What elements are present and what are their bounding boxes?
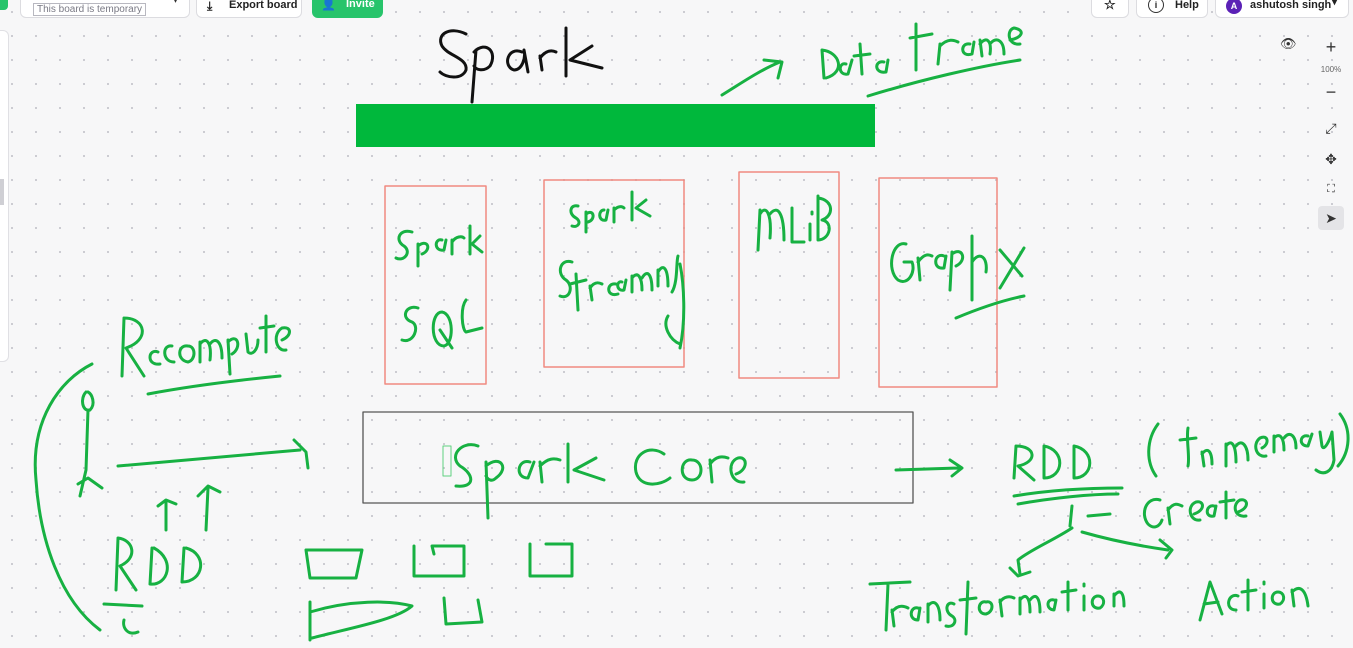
graphx-underline [954, 294, 1026, 320]
rdd-box-2 [412, 544, 466, 578]
graphx-box [878, 177, 998, 388]
mllib-box [738, 171, 840, 379]
board-name-dropdown[interactable]: This board is temporary ▾ [20, 0, 190, 18]
chevron-down-icon: ▾ [1332, 0, 1338, 8]
dataframe-arrow [720, 58, 784, 97]
toolbar-handle[interactable] [0, 179, 4, 205]
mllib-text [756, 194, 832, 252]
dataframe-underline [866, 58, 1022, 98]
transformation-text [868, 580, 1126, 636]
board-status-label: This board is temporary [33, 3, 147, 16]
rdd-right-text [1012, 412, 1350, 482]
left-toolbar[interactable] [0, 30, 9, 362]
help-label: Help [1175, 0, 1199, 11]
rdd-box-5 [442, 596, 484, 626]
small-arrows [156, 484, 222, 532]
rdd-left-text [102, 536, 203, 635]
chevron-down-icon[interactable]: ▾ [173, 0, 179, 6]
zoom-out-button[interactable]: − [1325, 82, 1337, 102]
fit-screen-icon[interactable]: ⤢ [1325, 120, 1337, 136]
eye-icon[interactable]: 👁 [1280, 36, 1297, 51]
green-bar [356, 104, 875, 147]
rdd-box-3 [528, 542, 574, 578]
spark-core-box [362, 411, 914, 504]
recompute-text [120, 314, 291, 378]
spark-sql-text [394, 224, 484, 350]
add-user-icon: 👤 [321, 0, 336, 11]
rdd-box-1 [304, 548, 364, 580]
move-icon[interactable]: ✥ [1325, 151, 1337, 167]
export-board-label: Export board [229, 0, 298, 11]
dataframe-text [820, 22, 1023, 80]
branch-arrows [1008, 526, 1174, 578]
text-cursor [442, 445, 452, 477]
action-text [1198, 578, 1310, 622]
spark-streaming-box [543, 179, 685, 368]
graphx-text [890, 234, 1026, 302]
invite-button[interactable]: 👤 Invite [312, 0, 383, 18]
rdd-box-4 [308, 600, 414, 642]
star-button[interactable]: ☆ [1091, 0, 1129, 18]
recompute-bracket [33, 362, 102, 632]
logo-mark[interactable] [0, 0, 8, 10]
left-arrow-up [76, 390, 104, 498]
rdd-arrow [894, 458, 964, 478]
frame-icon[interactable]: ⛶ [1327, 183, 1335, 195]
zoom-level: 100% [1320, 65, 1342, 74]
help-button[interactable]: i Help [1136, 0, 1208, 18]
export-board-button[interactable]: ⤓ Export board [196, 0, 302, 18]
invite-label: Invite [346, 0, 375, 10]
rdd-right-underline [1012, 486, 1124, 506]
pointer-icon[interactable]: ➤ [1318, 206, 1344, 230]
core-arrow [116, 438, 310, 470]
zoom-in-button[interactable]: + [1325, 37, 1337, 57]
help-icon: i [1148, 0, 1164, 13]
spark-sql-box [384, 185, 487, 385]
avatar: A [1226, 0, 1242, 14]
user-menu[interactable]: A ashutosh singh ▾ [1215, 0, 1349, 18]
spark-title-drawing [438, 26, 604, 104]
create-text [1068, 490, 1248, 529]
spark-streaming-text [558, 190, 686, 350]
spark-core-text [454, 442, 747, 520]
download-icon: ⤓ [207, 0, 213, 13]
recompute-underline [146, 374, 282, 396]
user-name: ashutosh singh [1250, 0, 1332, 11]
star-icon: ☆ [1104, 0, 1116, 12]
